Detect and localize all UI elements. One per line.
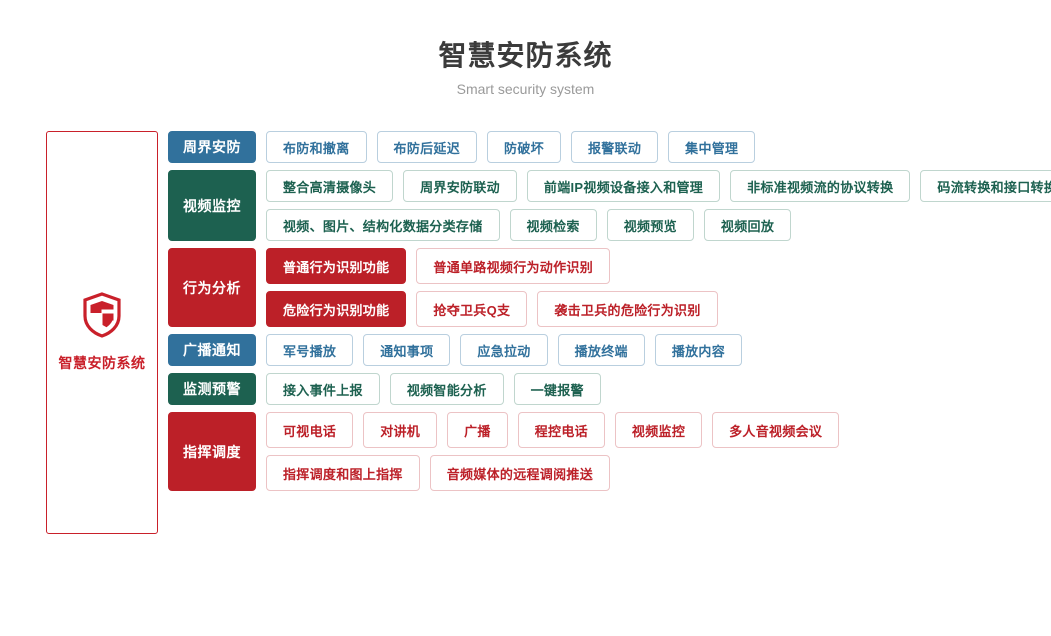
feature-chip-防破坏[interactable]: 防破坏	[487, 131, 561, 163]
feature-chip-对讲机[interactable]: 对讲机	[363, 412, 438, 448]
category-items: 整合高清摄像头周界安防联动前端IP视频设备接入和管理非标准视频流的协议转换码流转…	[266, 170, 1051, 241]
feature-chip-音频媒体的远程调阅推送[interactable]: 音频媒体的远程调阅推送	[429, 455, 611, 491]
feature-chip-整合高清摄像头[interactable]: 整合高清摄像头	[266, 170, 394, 202]
feature-chip-应急拉动[interactable]: 应急拉动	[460, 334, 548, 366]
category-items: 布防和撤离布防后延迟防破坏报警联动集中管理	[266, 131, 1051, 163]
category-label-周界安防[interactable]: 周界安防	[168, 131, 256, 163]
shield-icon	[82, 292, 122, 343]
item-line: 指挥调度和图上指挥音频媒体的远程调阅推送	[266, 455, 1051, 491]
feature-chip-播放内容[interactable]: 播放内容	[654, 334, 743, 366]
item-line: 布防和撤离布防后延迟防破坏报警联动集中管理	[266, 131, 1051, 163]
feature-chip-布防和撤离[interactable]: 布防和撤离	[266, 131, 367, 163]
brand-sidebar: 智慧安防系统	[46, 131, 158, 534]
category-label-广播通知[interactable]: 广播通知	[168, 334, 256, 366]
category-items: 普通行为识别功能普通单路视频行为动作识别危险行为识别功能抢夺卫兵Q支袭击卫兵的危…	[266, 248, 1051, 327]
feature-chip-危险行为识别功能[interactable]: 危险行为识别功能	[266, 291, 407, 327]
category-row: 周界安防布防和撤离布防后延迟防破坏报警联动集中管理	[168, 131, 1051, 163]
item-line: 视频、图片、结构化数据分类存储视频检索视频预览视频回放	[266, 209, 1051, 241]
category-row: 广播通知军号播放通知事项应急拉动播放终端播放内容	[168, 334, 1051, 366]
page-title: 智慧安防系统	[438, 40, 613, 71]
category-label-行为分析[interactable]: 行为分析	[168, 248, 256, 327]
page-subtitle: Smart security system	[456, 81, 595, 97]
feature-chip-报警联动[interactable]: 报警联动	[570, 131, 659, 163]
feature-chip-通知事项[interactable]: 通知事项	[363, 334, 451, 366]
item-line: 军号播放通知事项应急拉动播放终端播放内容	[266, 334, 1051, 366]
category-rows: 周界安防布防和撤离布防后延迟防破坏报警联动集中管理视频监控整合高清摄像头周界安防…	[168, 131, 1051, 491]
category-row: 视频监控整合高清摄像头周界安防联动前端IP视频设备接入和管理非标准视频流的协议转…	[168, 170, 1051, 241]
category-label-视频监控[interactable]: 视频监控	[168, 170, 256, 241]
category-label-监测预警[interactable]: 监测预警	[168, 373, 256, 405]
feature-chip-前端IP视频设备接入和管理[interactable]: 前端IP视频设备接入和管理	[526, 170, 721, 202]
feature-chip-播放终端[interactable]: 播放终端	[557, 334, 645, 366]
feature-chip-视频智能分析[interactable]: 视频智能分析	[389, 373, 504, 405]
architecture-board: 智慧安防系统 周界安防布防和撤离布防后延迟防破坏报警联动集中管理视频监控整合高清…	[46, 131, 1051, 534]
page-header: 智慧安防系统 Smart security system	[0, 0, 1051, 98]
feature-chip-布防后延迟[interactable]: 布防后延迟	[376, 131, 478, 163]
feature-chip-普通单路视频行为动作识别[interactable]: 普通单路视频行为动作识别	[416, 248, 611, 284]
feature-chip-非标准视频流的协议转换[interactable]: 非标准视频流的协议转换	[730, 170, 911, 202]
feature-chip-军号播放[interactable]: 军号播放	[266, 334, 354, 366]
feature-chip-视频回放[interactable]: 视频回放	[703, 209, 792, 241]
feature-chip-程控电话[interactable]: 程控电话	[517, 412, 605, 448]
item-line: 接入事件上报视频智能分析一键报警	[266, 373, 1051, 405]
feature-chip-视频、图片、结构化数据分类存储[interactable]: 视频、图片、结构化数据分类存储	[266, 209, 500, 241]
category-row: 行为分析普通行为识别功能普通单路视频行为动作识别危险行为识别功能抢夺卫兵Q支袭击…	[168, 248, 1051, 327]
feature-chip-普通行为识别功能[interactable]: 普通行为识别功能	[266, 248, 407, 284]
category-row: 指挥调度可视电话对讲机广播程控电话视频监控多人音视频会议指挥调度和图上指挥音频媒…	[168, 412, 1051, 491]
feature-chip-一键报警[interactable]: 一键报警	[513, 373, 601, 405]
feature-chip-袭击卫兵的危险行为识别[interactable]: 袭击卫兵的危险行为识别	[537, 291, 718, 327]
brand-label: 智慧安防系统	[58, 355, 146, 371]
item-line: 整合高清摄像头周界安防联动前端IP视频设备接入和管理非标准视频流的协议转换码流转…	[266, 170, 1051, 202]
feature-chip-视频检索[interactable]: 视频检索	[509, 209, 597, 241]
feature-chip-视频预览[interactable]: 视频预览	[606, 209, 694, 241]
feature-chip-广播[interactable]: 广播	[447, 412, 508, 448]
category-row: 监测预警接入事件上报视频智能分析一键报警	[168, 373, 1051, 405]
category-label-指挥调度[interactable]: 指挥调度	[168, 412, 256, 491]
category-items: 接入事件上报视频智能分析一键报警	[266, 373, 1051, 405]
feature-chip-集中管理[interactable]: 集中管理	[668, 131, 756, 163]
item-line: 普通行为识别功能普通单路视频行为动作识别	[266, 248, 1051, 284]
feature-chip-周界安防联动[interactable]: 周界安防联动	[403, 170, 517, 202]
feature-chip-抢夺卫兵Q支[interactable]: 抢夺卫兵Q支	[416, 291, 528, 327]
feature-chip-码流转换和接口转换[interactable]: 码流转换和接口转换	[920, 170, 1051, 202]
item-line: 可视电话对讲机广播程控电话视频监控多人音视频会议	[266, 412, 1051, 448]
feature-chip-视频监控[interactable]: 视频监控	[614, 412, 703, 448]
feature-chip-多人音视频会议[interactable]: 多人音视频会议	[712, 412, 840, 448]
category-items: 可视电话对讲机广播程控电话视频监控多人音视频会议指挥调度和图上指挥音频媒体的远程…	[266, 412, 1051, 491]
feature-chip-指挥调度和图上指挥[interactable]: 指挥调度和图上指挥	[266, 455, 420, 491]
feature-chip-可视电话[interactable]: 可视电话	[266, 412, 354, 448]
category-items: 军号播放通知事项应急拉动播放终端播放内容	[266, 334, 1051, 366]
item-line: 危险行为识别功能抢夺卫兵Q支袭击卫兵的危险行为识别	[266, 291, 1051, 327]
feature-chip-接入事件上报[interactable]: 接入事件上报	[266, 373, 380, 405]
